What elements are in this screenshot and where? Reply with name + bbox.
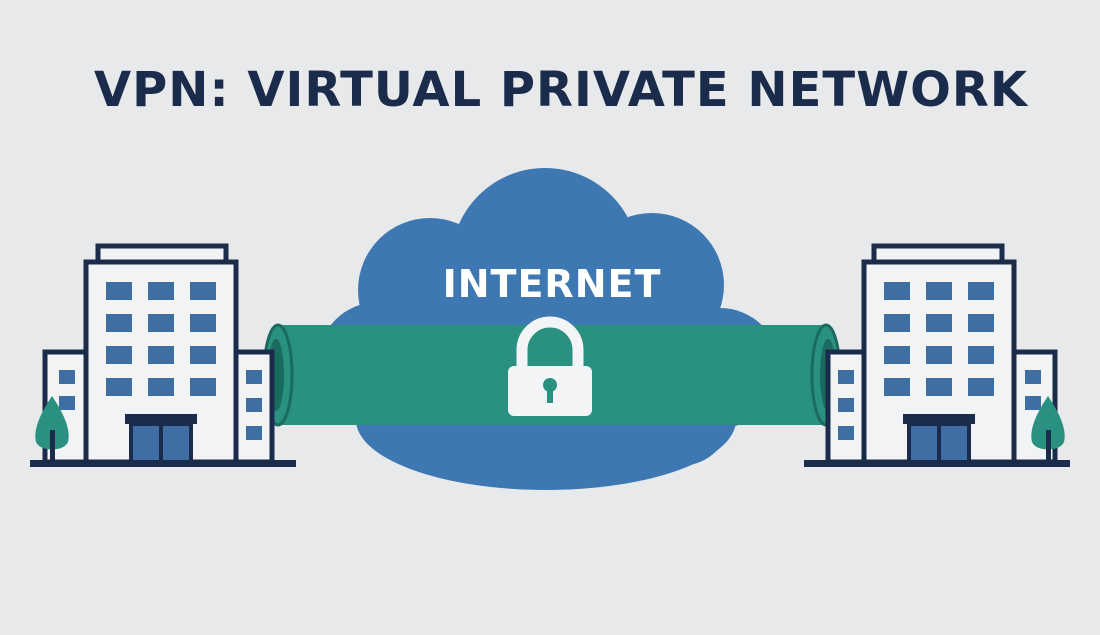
diagram-title: VPN: VIRTUAL PRIVATE NETWORK [93, 62, 1029, 118]
padlock-icon [508, 316, 592, 416]
tree-icon-left [35, 396, 69, 462]
office-building-icon-left [30, 246, 296, 467]
office-building-icon-right [804, 246, 1070, 467]
tree-icon-right [1031, 396, 1065, 462]
cloud-label: INTERNET [443, 262, 662, 306]
